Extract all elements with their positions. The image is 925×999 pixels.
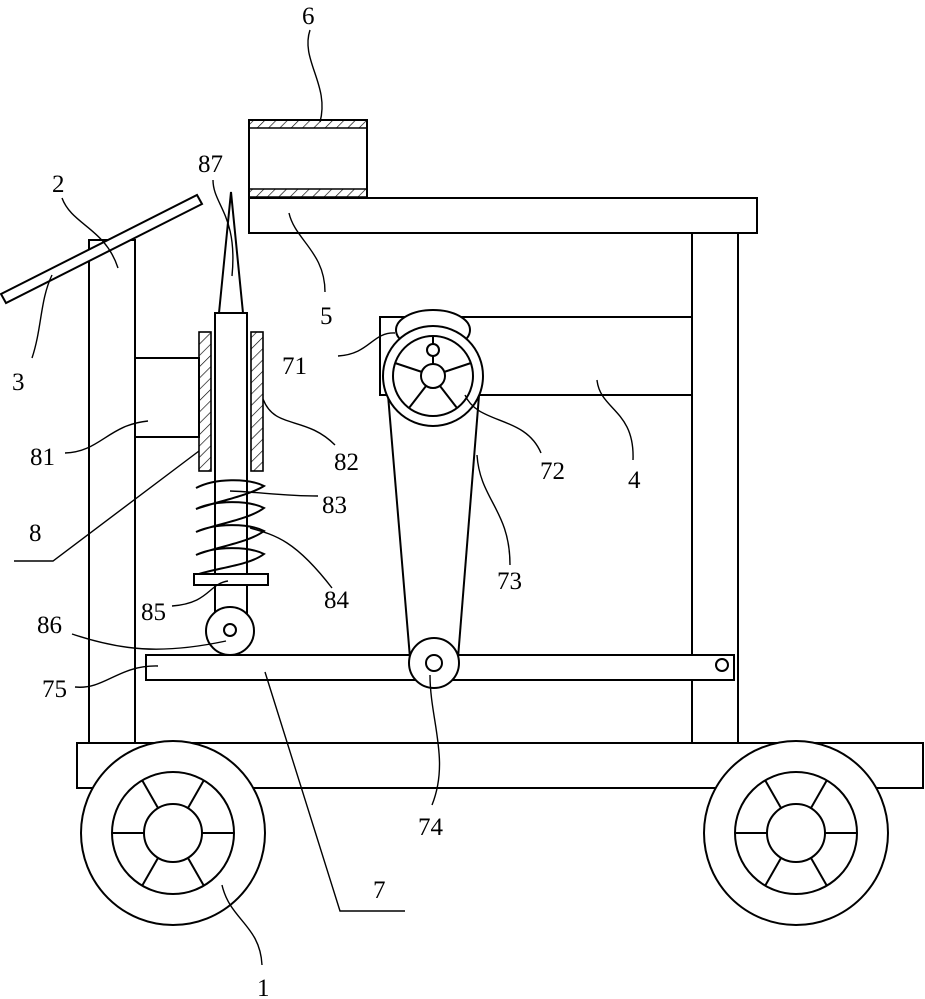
label-73: 73 — [497, 568, 522, 595]
large-pulley — [383, 310, 483, 426]
label-8: 8 — [29, 520, 42, 547]
roller — [206, 585, 254, 655]
label-87: 87 — [198, 151, 223, 178]
label-1: 1 — [257, 975, 270, 999]
bracket — [135, 358, 199, 437]
left-post — [89, 240, 135, 743]
wheel-right — [704, 741, 888, 925]
label-6: 6 — [302, 3, 315, 30]
top-plate — [249, 198, 757, 233]
label-72: 72 — [540, 458, 565, 485]
label-86: 86 — [37, 612, 62, 639]
collar — [194, 574, 268, 585]
label-2: 2 — [52, 171, 65, 198]
label-81: 81 — [30, 444, 55, 471]
label-75: 75 — [42, 676, 67, 703]
label-84: 84 — [324, 587, 350, 614]
small-pulley — [409, 638, 459, 688]
label-4: 4 — [628, 467, 641, 494]
label-7: 7 — [373, 877, 386, 904]
label-85: 85 — [141, 599, 166, 626]
label-5: 5 — [320, 303, 333, 330]
label-74: 74 — [418, 814, 444, 841]
label-71: 71 — [282, 353, 307, 380]
label-82: 82 — [334, 449, 359, 476]
label-83: 83 — [322, 492, 347, 519]
rod — [215, 313, 247, 575]
label-3: 3 — [12, 369, 25, 396]
wheel-left — [81, 741, 265, 925]
box — [249, 120, 367, 198]
